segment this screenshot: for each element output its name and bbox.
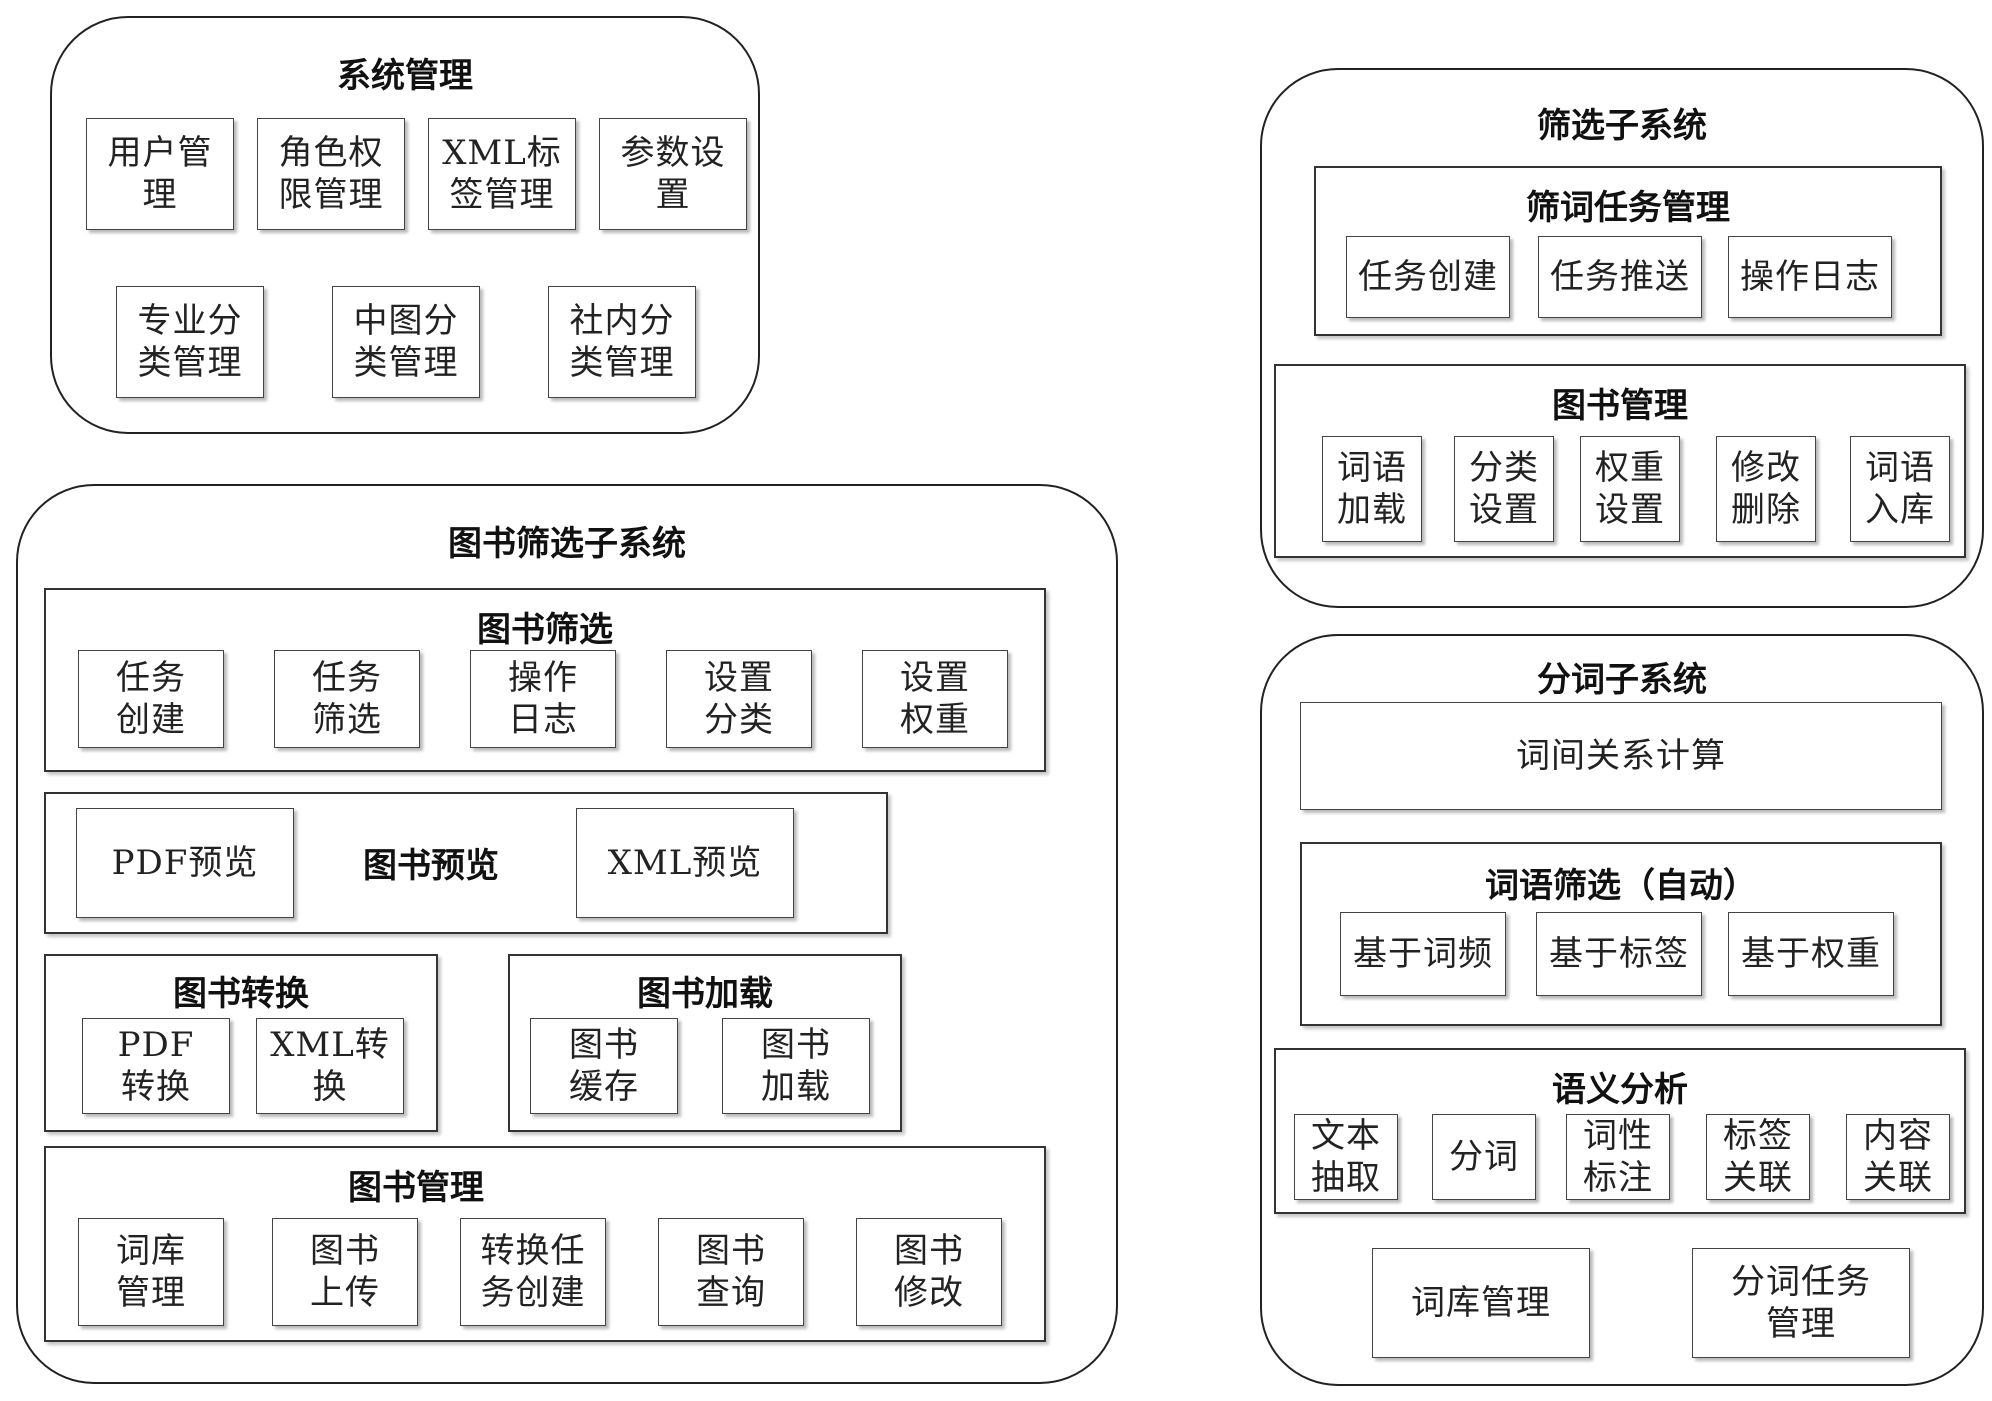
internal-classification-box: 社内分 类管理 — [548, 286, 696, 398]
system-management-title: 系统管理 — [52, 48, 758, 97]
book-query-box: 图书 查询 — [658, 1218, 804, 1326]
clc-classification-box: 中图分 类管理 — [332, 286, 480, 398]
book-load-panel: 图书加载 图书 缓存 图书 加载 — [508, 954, 902, 1132]
xml-convert-box: XML转换 — [256, 1018, 404, 1114]
lexicon-management-box: 词库 管理 — [78, 1218, 224, 1326]
book-convert-title: 图书转换 — [46, 966, 436, 1015]
role-permission-box: 角色权 限管理 — [257, 118, 405, 230]
text-extraction-box: 文本 抽取 — [1294, 1114, 1398, 1200]
by-weight-box: 基于权重 — [1728, 912, 1894, 996]
task-create-box-2: 任务创建 — [1346, 236, 1510, 318]
filter-book-management-panel: 图书管理 词语 加载 分类 设置 权重 设置 修改 删除 词语 入库 — [1274, 364, 1966, 558]
word-relation-calc-box: 词间关系计算 — [1300, 702, 1942, 810]
auto-word-filter-panel: 词语筛选（自动） 基于词频 基于标签 基于权重 — [1300, 842, 1942, 1026]
book-preview-panel: PDF预览 图书预览 XML预览 — [44, 792, 888, 934]
book-filter-panel: 图书筛选 任务 创建 任务 筛选 操作 日志 设置 分类 设置 权重 — [44, 588, 1046, 772]
convert-task-create-box: 转换任 务创建 — [460, 1218, 606, 1326]
word-filter-task-panel: 筛词任务管理 任务创建 任务推送 操作日志 — [1314, 166, 1942, 336]
semantic-analysis-panel: 语义分析 文本 抽取 分词 词性 标注 标签 关联 内容 关联 — [1274, 1048, 1966, 1214]
xml-tag-management-box: XML标 签管理 — [428, 118, 576, 230]
task-filter-box: 任务 筛选 — [274, 650, 420, 748]
classification-setting-box: 分类 设置 — [1454, 436, 1554, 542]
book-management-title: 图书管理 — [46, 1160, 786, 1209]
book-filter-subsystem-title: 图书筛选子系统 — [18, 516, 1116, 565]
parameter-settings-box: 参数设 置 — [599, 118, 747, 230]
word-storage-box: 词语 入库 — [1850, 436, 1950, 542]
by-tag-box: 基于标签 — [1536, 912, 1702, 996]
book-cache-box: 图书 缓存 — [530, 1018, 678, 1114]
auto-word-filter-title: 词语筛选（自动） — [1302, 858, 1940, 907]
word-segmentation-box: 分词 — [1432, 1114, 1536, 1200]
set-classification-box: 设置 分类 — [666, 650, 812, 748]
modify-delete-box: 修改 删除 — [1716, 436, 1816, 542]
weight-setting-box: 权重 设置 — [1580, 436, 1680, 542]
book-load-title: 图书加载 — [510, 966, 900, 1015]
user-management-box: 用户管 理 — [86, 118, 234, 230]
operation-log-box-2: 操作日志 — [1728, 236, 1892, 318]
pos-tagging-box: 词性 标注 — [1566, 1114, 1670, 1200]
book-filter-title: 图书筛选 — [46, 602, 1044, 651]
major-classification-box: 专业分 类管理 — [116, 286, 264, 398]
word-load-box: 词语 加载 — [1322, 436, 1422, 542]
task-push-box: 任务推送 — [1538, 236, 1702, 318]
xml-preview-box: XML预览 — [576, 808, 794, 918]
tag-association-box: 标签 关联 — [1706, 1114, 1810, 1200]
book-modify-box: 图书 修改 — [856, 1218, 1002, 1326]
segmentation-subsystem-title: 分词子系统 — [1262, 652, 1982, 701]
task-create-box: 任务 创建 — [78, 650, 224, 748]
book-management-panel: 图书管理 词库 管理 图书 上传 转换任 务创建 图书 查询 图书 修改 — [44, 1146, 1046, 1342]
segmentation-task-management-box: 分词任务 管理 — [1692, 1248, 1910, 1358]
word-filter-task-title: 筛词任务管理 — [1316, 180, 1940, 229]
content-association-box: 内容 关联 — [1846, 1114, 1950, 1200]
book-convert-panel: 图书转换 PDF 转换 XML转换 — [44, 954, 438, 1132]
book-preview-title: 图书预览 — [312, 838, 550, 887]
pdf-convert-box: PDF 转换 — [82, 1018, 230, 1114]
operation-log-box: 操作 日志 — [470, 650, 616, 748]
book-loading-box: 图书 加载 — [722, 1018, 870, 1114]
filter-subsystem-title: 筛选子系统 — [1262, 98, 1982, 147]
semantic-analysis-title: 语义分析 — [1276, 1062, 1964, 1111]
system-management-group: 系统管理 用户管 理 角色权 限管理 XML标 签管理 参数设 置 专业分 类管… — [50, 16, 760, 434]
filter-book-management-title: 图书管理 — [1276, 378, 1964, 427]
book-upload-box: 图书 上传 — [272, 1218, 418, 1326]
by-frequency-box: 基于词频 — [1340, 912, 1506, 996]
pdf-preview-box: PDF预览 — [76, 808, 294, 918]
lexicon-management-box-2: 词库管理 — [1372, 1248, 1590, 1358]
set-weight-box: 设置 权重 — [862, 650, 1008, 748]
